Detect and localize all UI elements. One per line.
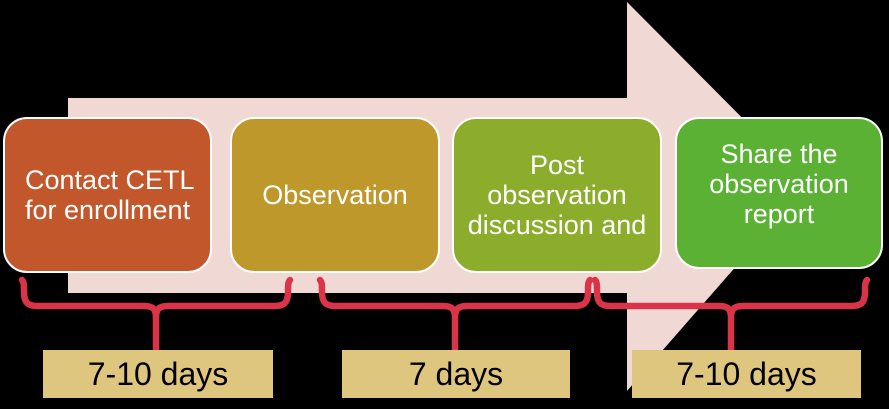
duration-box-2: 7 days — [342, 350, 570, 398]
step-text-line: observation — [709, 169, 849, 199]
step-text-line: Post — [529, 150, 585, 180]
step-text-line: for enrollment — [25, 195, 191, 225]
duration-brace-2 — [316, 276, 594, 357]
step-text: Share the observation report — [709, 139, 849, 229]
duration-brace-1 — [18, 276, 294, 357]
duration-label: 7 days — [408, 355, 504, 392]
duration-box-3: 7-10 days — [632, 350, 861, 398]
step-box-post-observation: Post observation discussion and — [452, 117, 662, 273]
step-text-line: discussion and — [467, 210, 647, 240]
step-text-line: observation — [487, 180, 627, 210]
step-box-share-report: Share the observation report — [675, 117, 883, 269]
duration-brace-3 — [591, 276, 871, 357]
step-text-line: Observation — [262, 180, 408, 210]
duration-label: 7-10 days — [87, 355, 229, 392]
step-box-contact-cetl: Contact CETL for enrollment — [3, 117, 212, 273]
step-text-line: report — [743, 199, 815, 229]
step-text-line: Contact CETL — [25, 165, 195, 195]
step-box-observation: Observation — [230, 117, 440, 273]
duration-label: 7-10 days — [676, 355, 817, 392]
step-text-line: Share the — [720, 139, 838, 169]
step-text: Contact CETL for enrollment — [25, 165, 195, 225]
step-text: Post observation discussion and — [468, 150, 647, 240]
duration-box-1: 7-10 days — [43, 350, 273, 398]
step-text: Observation — [262, 180, 408, 210]
